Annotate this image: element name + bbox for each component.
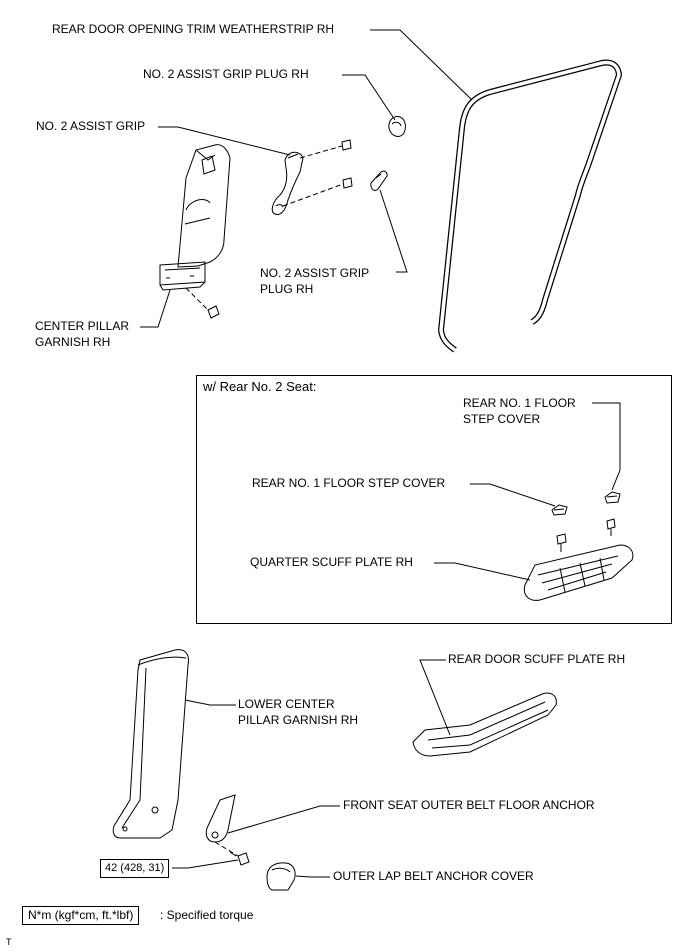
leader-plug-lower [379, 189, 408, 273]
label-center-pillar-garnish-2: GARNISH RH [35, 335, 111, 349]
leader-weatherstrip [370, 29, 473, 101]
label-center-pillar-garnish-1: CENTER PILLAR [35, 319, 130, 333]
torque-value-box: 42 (428, 31) [100, 859, 170, 878]
label-lower-center-pillar-2: PILLAR GARNISH RH [238, 713, 359, 727]
leader-step-cover-right [592, 402, 621, 491]
label-assist-grip-plug-lower-2: PLUG RH [260, 282, 314, 296]
label-lap-belt-anchor-cover: OUTER LAP BELT ANCHOR COVER [333, 869, 534, 883]
label-lower-center-pillar-1: LOWER CENTER [238, 697, 335, 711]
leader-quarter-scuff [434, 562, 531, 581]
lap-belt-cover-part [266, 862, 296, 891]
label-floor-step-cover-right-1: REAR NO. 1 FLOOR [463, 396, 576, 410]
label-assist-grip: NO. 2 ASSIST GRIP [36, 119, 146, 133]
screws-top [207, 139, 353, 319]
inset-screws [556, 518, 616, 552]
assist-grip-plug-top-part [388, 116, 406, 137]
leader-torque [172, 859, 239, 869]
label-quarter-scuff-plate: QUARTER SCUFF PLATE RH [250, 555, 413, 569]
anchor-bolt [229, 851, 250, 866]
quarter-scuff-plate-part [523, 544, 634, 601]
center-pillar-garnish-part [159, 144, 231, 291]
assist-grip-plug-lower-part [370, 170, 388, 191]
label-belt-floor-anchor: FRONT SEAT OUTER BELT FLOOR ANCHOR [343, 798, 595, 812]
torque-legend-unit: N*m (kgf*cm, ft.*lbf) [22, 906, 140, 925]
assist-grip-part [271, 151, 304, 215]
belt-floor-anchor-part [205, 794, 236, 843]
leader-plug-top [342, 74, 396, 121]
rear-no2-seat-inset [196, 375, 672, 624]
floor-step-cover-left-part [551, 504, 568, 516]
corner-mark: T [6, 937, 12, 947]
leader-rear-door-scuff [419, 659, 451, 736]
inset-title: w/ Rear No. 2 Seat: [203, 379, 317, 394]
torque-legend-text: : Specified torque [160, 908, 254, 922]
leader-lap-belt-cover [295, 875, 330, 878]
leader-step-cover-left [470, 483, 556, 507]
weatherstrip-part [437, 59, 623, 353]
rear-door-scuff-plate-part [412, 692, 557, 757]
leader-assist-grip [158, 126, 291, 156]
label-rear-door-scuff-plate: REAR DOOR SCUFF PLATE RH [448, 652, 626, 666]
label-assist-grip-plug-lower-1: NO. 2 ASSIST GRIP [260, 266, 370, 280]
floor-step-cover-right-part [604, 491, 621, 504]
lower-center-pillar-part [112, 649, 189, 839]
leader-belt-floor-anchor [227, 805, 340, 834]
label-assist-grip-plug-top: NO. 2 ASSIST GRIP PLUG RH [143, 67, 309, 81]
leader-center-pillar [140, 289, 171, 328]
label-rear-door-weatherstrip: REAR DOOR OPENING TRIM WEATHERSTRIP RH [52, 22, 335, 36]
label-floor-step-cover-left: REAR NO. 1 FLOOR STEP COVER [252, 476, 446, 490]
leader-lower-center-pillar [184, 699, 236, 706]
label-floor-step-cover-right-2: STEP COVER [463, 412, 541, 426]
